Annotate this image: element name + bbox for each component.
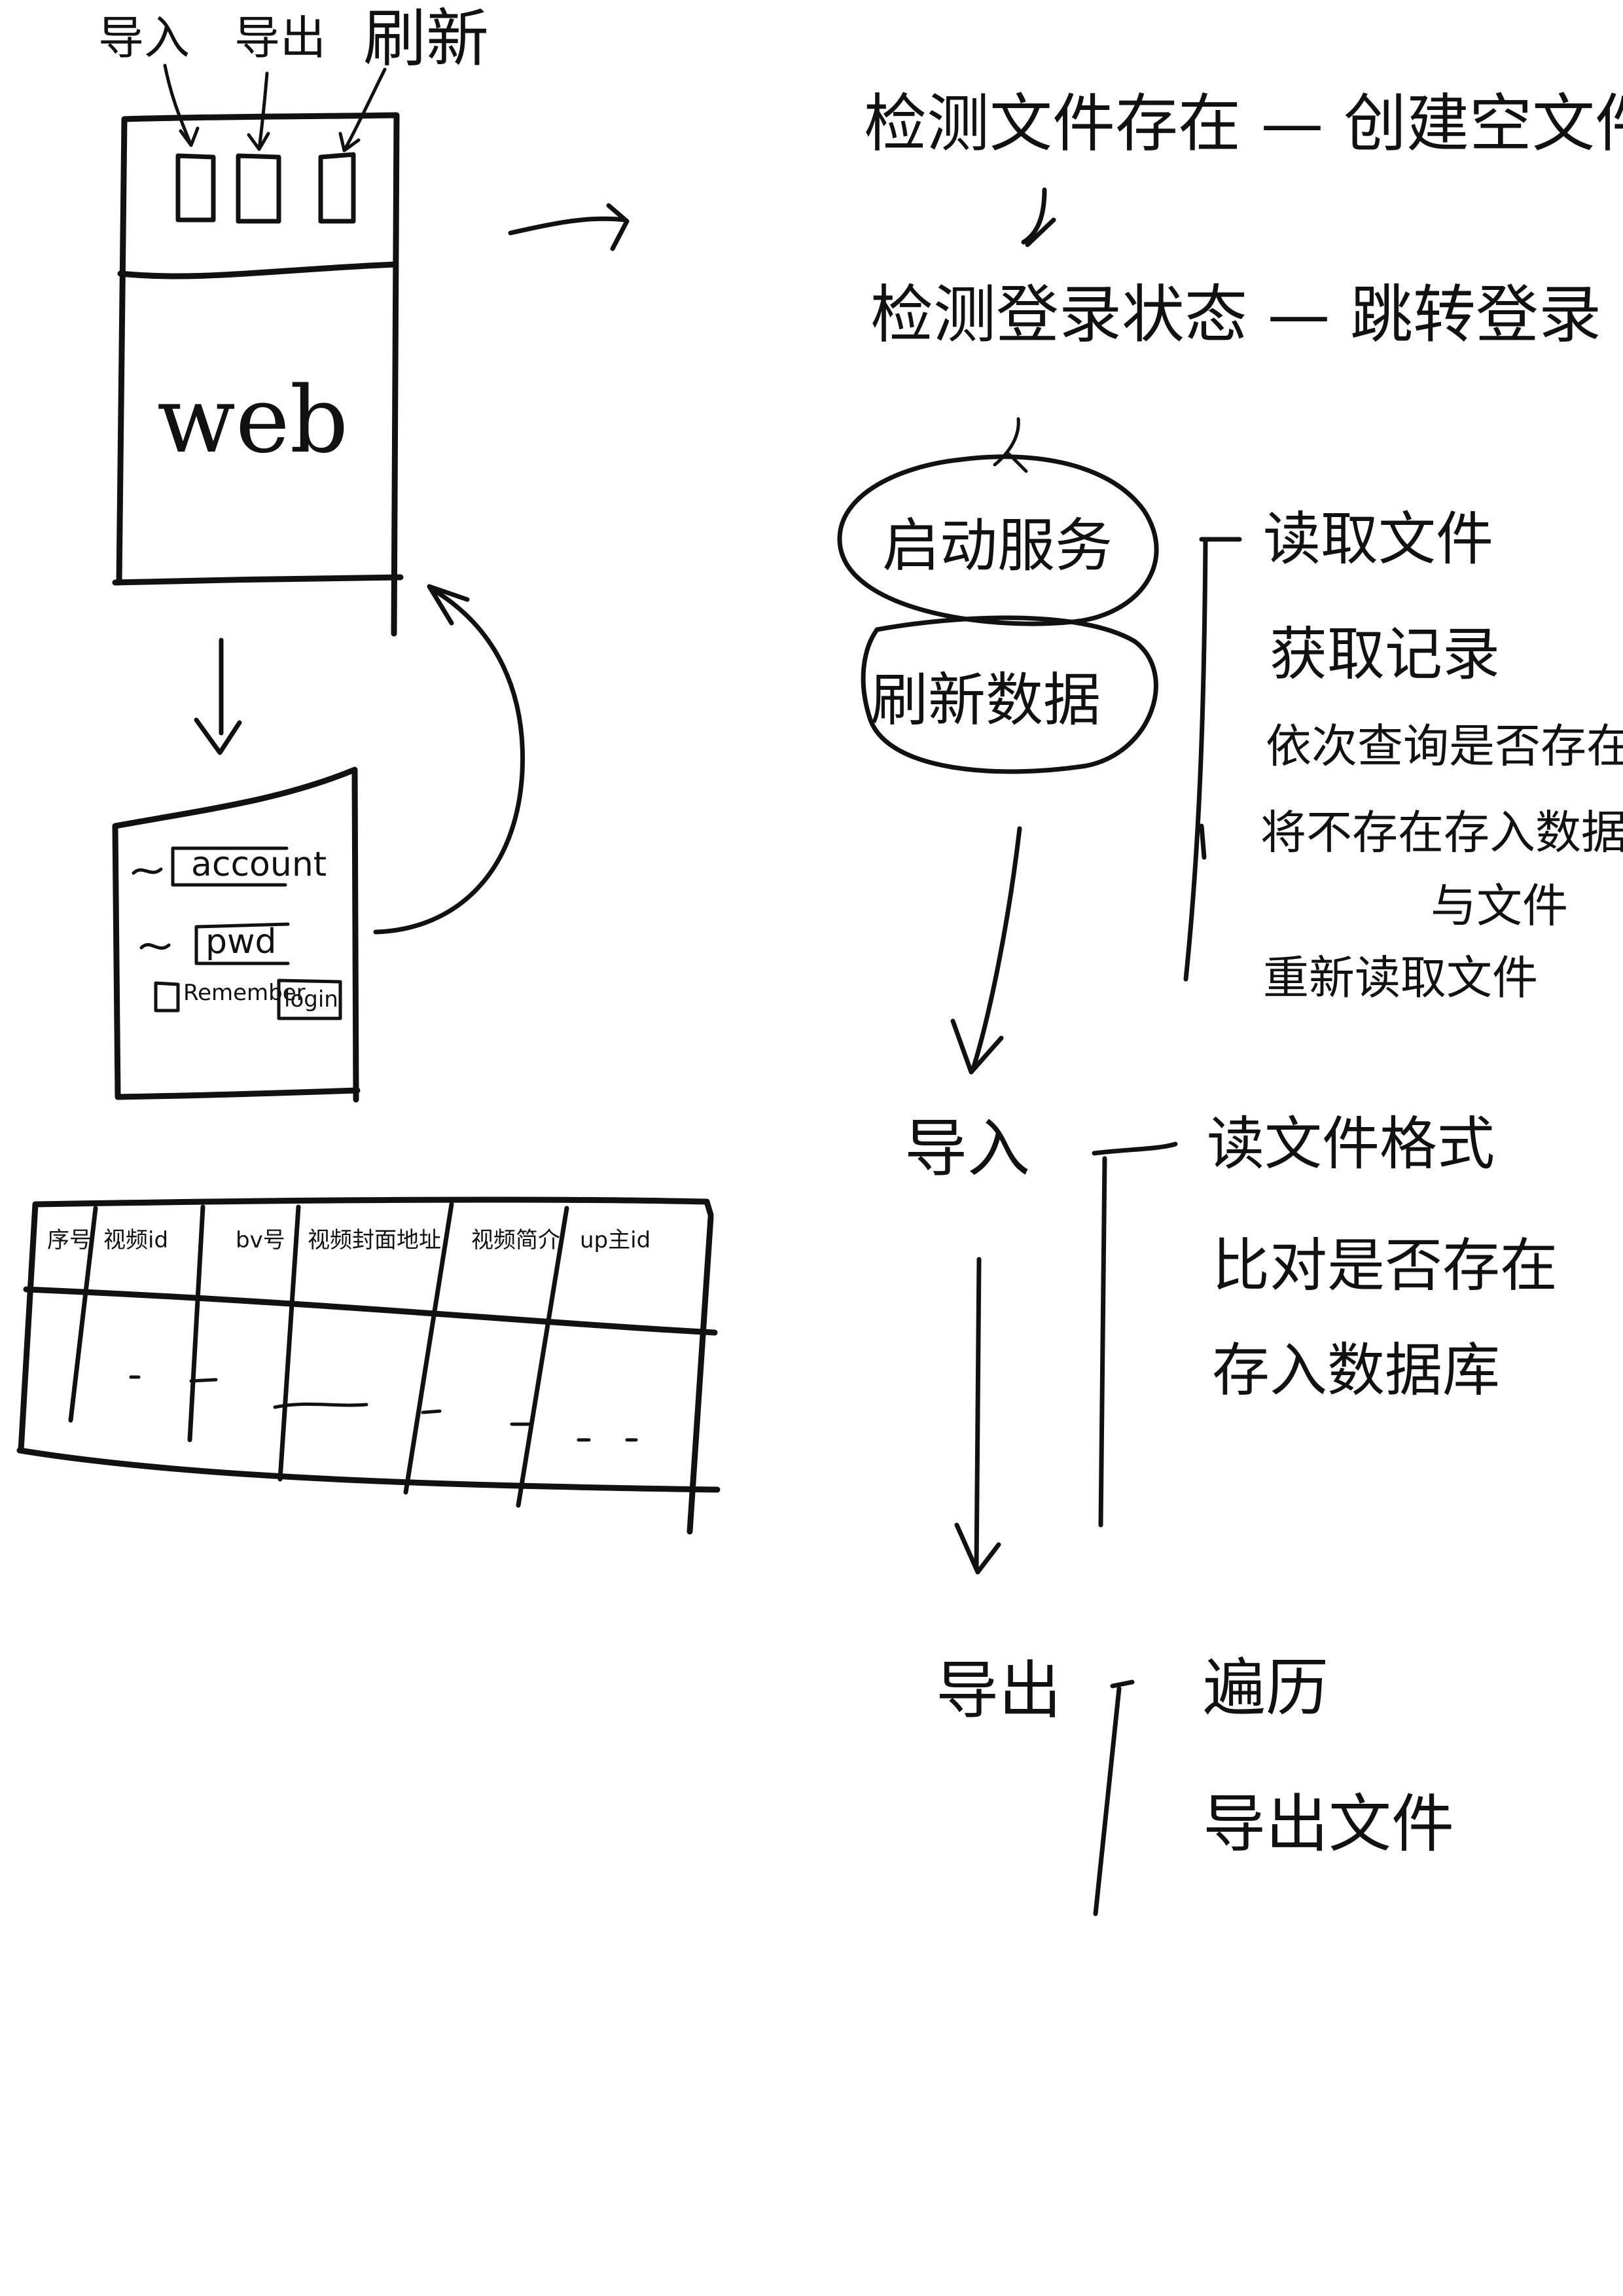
arrow-login-to-window — [373, 584, 526, 935]
toolbar-export-label: 导出 — [234, 11, 326, 65]
web-area-label: web — [157, 367, 348, 474]
export-step-label: 导出 — [936, 1654, 1061, 1727]
table-header-seq: 序号 — [47, 1227, 92, 1253]
table-header-bv: bv号 — [236, 1227, 285, 1253]
refresh-note-2: 获取记录 — [1270, 620, 1500, 688]
header-divider — [117, 261, 399, 279]
table-header-desc: 视频简介 — [471, 1227, 560, 1253]
start-service-label: 启动服务 — [882, 512, 1113, 579]
arrow-import-to-export — [954, 1257, 1001, 1575]
account-field-label: account — [191, 845, 327, 884]
arrow-refresh — [338, 67, 387, 152]
refresh-data-label: 刷新数据 — [870, 666, 1101, 734]
login-button-label: login — [284, 986, 338, 1013]
arrow-refresh-to-import — [950, 826, 1022, 1075]
refresh-data-ellipse[interactable] — [861, 615, 1158, 774]
table-header-up-id: up主id — [580, 1227, 651, 1253]
refresh-note-1: 读取文件 — [1263, 505, 1493, 573]
export-button-sketch[interactable] — [236, 153, 281, 224]
refresh-note-4: 将不存在存入数据库 — [1260, 806, 1623, 859]
import-note-1: 读文件格式 — [1207, 1110, 1495, 1177]
export-note-2: 导出文件 — [1203, 1787, 1454, 1861]
data-table-sketch: 序号 视频id bv号 视频封面地址 视频简介 up主id — [16, 1196, 721, 1535]
table-outline — [16, 1196, 721, 1535]
toolbar-refresh-label: 刷新 — [363, 2, 489, 75]
import-note-3: 存入数据库 — [1212, 1336, 1500, 1404]
import-step-label: 导入 — [904, 1112, 1030, 1185]
import-note-2: 比对是否存在 — [1212, 1232, 1558, 1299]
login-frame — [112, 766, 361, 1103]
arrow-import — [163, 63, 200, 147]
arrow-window-to-login — [194, 637, 242, 755]
import-button-sketch[interactable] — [175, 153, 216, 223]
table-header-video-id: 视频id — [103, 1227, 168, 1253]
pwd-field-label: pwd — [205, 922, 277, 961]
flow-diagram: 检测文件存在 — 创建空文件 检测登录状态 — 跳转登录 启动服务 刷新数据 读… — [837, 87, 1623, 1916]
flow-step-check-file: 检测文件存在 — 创建空文件 — [864, 87, 1623, 160]
account-field[interactable] — [171, 846, 289, 887]
remember-checkbox[interactable] — [154, 981, 180, 1013]
refresh-note-5: 与文件 — [1431, 879, 1568, 933]
table-column-lines — [68, 1202, 569, 1508]
table-header-cover-url: 视频封面地址 — [308, 1227, 441, 1253]
arrow-window-to-flow — [508, 203, 630, 251]
login-button-sketch[interactable] — [277, 978, 342, 1020]
export-note-1: 遍历 — [1203, 1651, 1329, 1725]
refresh-notes-bracket — [1183, 537, 1242, 982]
arrow-step2-to-service — [993, 417, 1028, 473]
flow-step-check-login: 检测登录状态 — 跳转登录 — [870, 278, 1601, 351]
table-placeholder-dashes — [129, 1375, 638, 1442]
login-form-mockup: account pwd Remember login — [112, 766, 361, 1103]
app-window-mockup: 导入 导出 刷新 web — [98, 2, 489, 637]
refresh-button-sketch[interactable] — [318, 152, 356, 224]
arrow-step1-to-step2 — [1021, 187, 1056, 247]
pwd-tilde — [139, 942, 171, 950]
toolbar-import-label: 导入 — [98, 11, 190, 65]
refresh-note-6: 重新读取文件 — [1263, 951, 1538, 1005]
refresh-note-3: 依次查询是否存在 — [1266, 719, 1623, 773]
remember-label: Remember — [183, 980, 306, 1006]
import-notes-bracket — [1092, 1141, 1178, 1528]
export-notes-bracket — [1093, 1679, 1135, 1916]
pwd-field[interactable] — [194, 922, 290, 965]
arrow-export — [247, 71, 270, 151]
account-tilde — [132, 867, 163, 875]
